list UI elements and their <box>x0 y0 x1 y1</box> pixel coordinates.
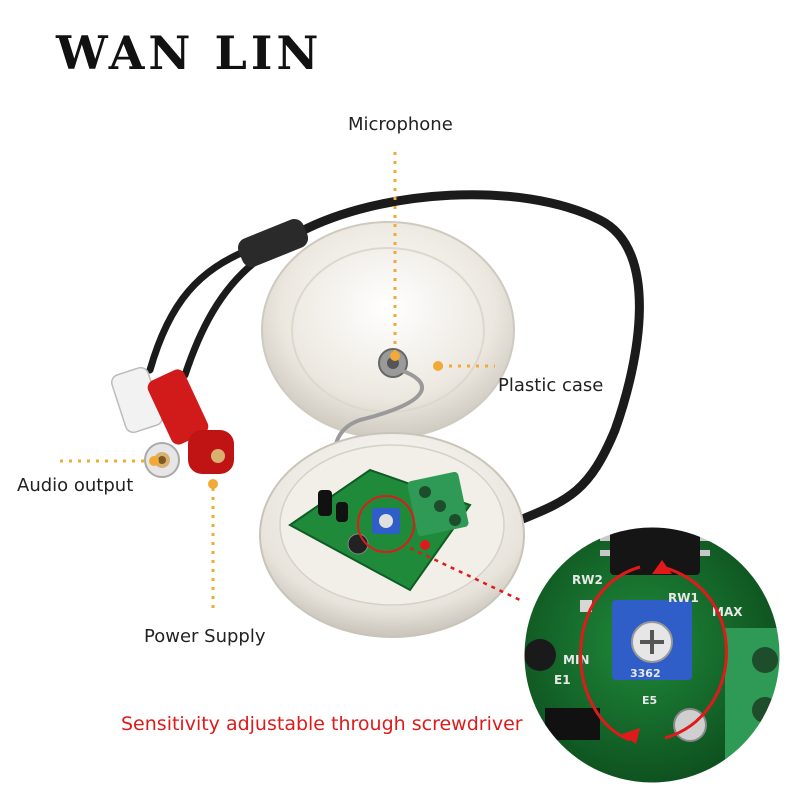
label-power-supply: Power Supply <box>144 626 266 647</box>
leader-lines <box>60 152 495 610</box>
label-microphone: Microphone <box>348 114 453 135</box>
pcb-rw1: RW1 <box>668 591 699 605</box>
pcb-e5: E5 <box>642 694 657 707</box>
cable-splitter <box>237 218 309 268</box>
leader-dots <box>149 351 443 489</box>
label-plastic-case: Plastic case <box>498 375 604 396</box>
pcb-min: MIN <box>563 653 589 667</box>
circuit-board <box>288 468 472 592</box>
cable <box>146 190 644 525</box>
zoom-inset: RW2 RW1 MAX MIN E1 E5 3362 <box>519 522 785 788</box>
rca-connector-red <box>147 369 234 474</box>
label-sensitivity: Sensitivity adjustable through screwdriv… <box>121 713 523 735</box>
label-audio-output: Audio output <box>17 475 134 496</box>
pcb-rw2: RW2 <box>572 573 603 587</box>
pcb-trimmer-code: 3362 <box>630 667 661 680</box>
pcb-e1: E1 <box>554 673 571 687</box>
highlight-pointer <box>409 546 521 602</box>
brand-logo: WAN LIN <box>56 26 323 80</box>
